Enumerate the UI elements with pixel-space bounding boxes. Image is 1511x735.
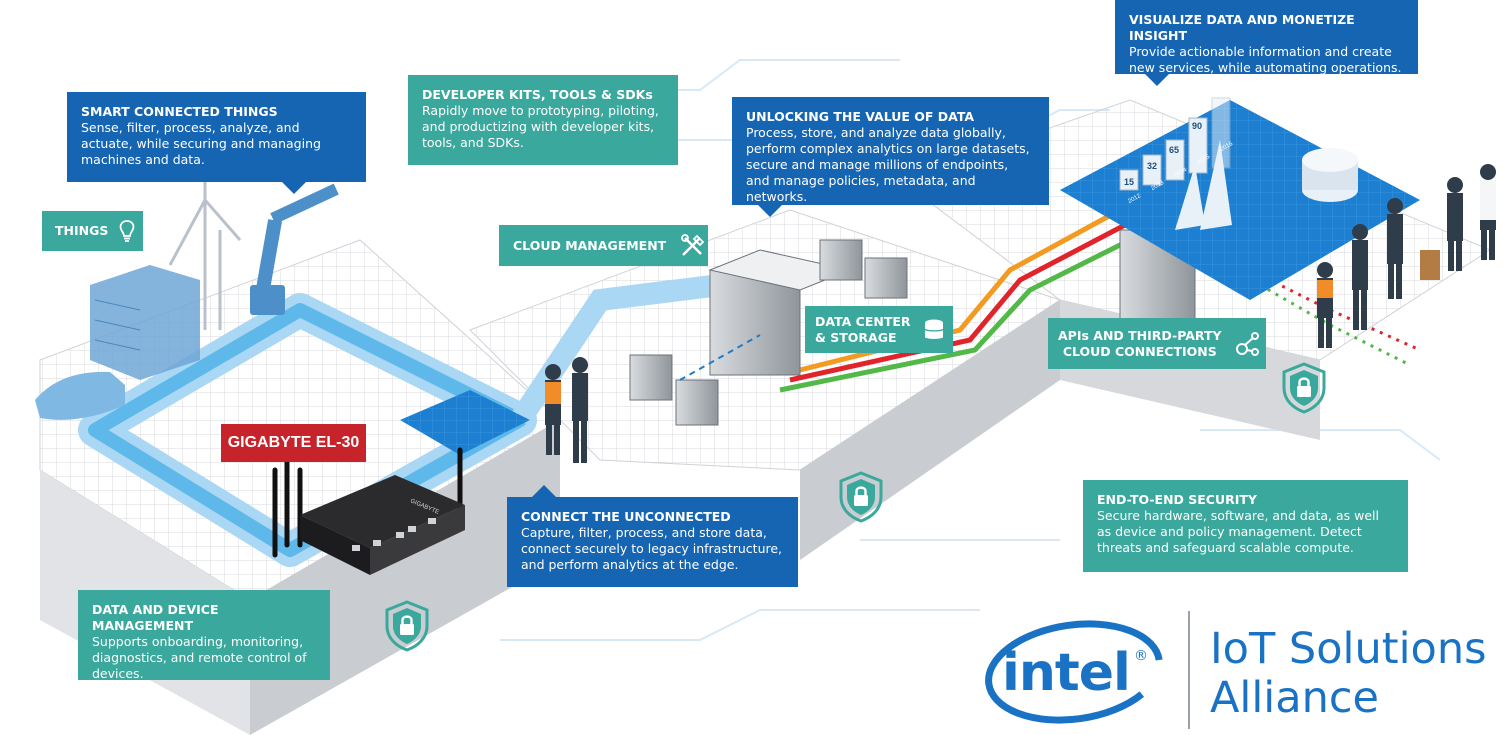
data-center-storage-tag: DATA CENTER & STORAGE — [805, 306, 953, 353]
bar-value: 90 — [1192, 121, 1203, 131]
intel-logo: intel ® — [985, 620, 1163, 724]
things-label: THINGS — [55, 223, 109, 238]
bar-value: 32 — [1147, 161, 1158, 171]
database-icon — [923, 318, 945, 342]
cloud-management-label: CLOUD MANAGEMENT — [513, 237, 667, 253]
bar-value: 65 — [1169, 145, 1180, 155]
data-center-label: DATA CENTER & STORAGE — [815, 314, 911, 346]
iot-solutions-line: IoT Solutions — [1210, 624, 1487, 674]
callout-pointer — [282, 182, 306, 194]
callout-text: Process, store, and analyze data globall… — [746, 125, 1030, 204]
bar-value: 15 — [1124, 177, 1135, 187]
callout-title: UNLOCKING THE VALUE OF DATA — [746, 109, 975, 124]
developer-kits-callout: DEVELOPER KITS, TOOLS & SDKs Rapidly mov… — [408, 75, 678, 165]
apis-label: APIs AND THIRD-PARTY CLOUD CONNECTIONS — [1058, 328, 1222, 360]
shield-lock-icon — [385, 600, 429, 652]
things-tag: THINGS — [42, 211, 143, 251]
lightbulb-icon — [118, 220, 136, 242]
callout-title: END-TO-END SECURITY — [1097, 492, 1257, 507]
callout-pointer — [532, 485, 556, 497]
shield-lock-icon — [1282, 362, 1326, 414]
callout-text: Rapidly move to prototyping, piloting, a… — [422, 103, 659, 150]
apis-line2: CLOUD CONNECTIONS — [1062, 343, 1217, 359]
callout-pointer — [1145, 74, 1169, 86]
cloud-management-tag: CLOUD MANAGEMENT — [499, 225, 708, 266]
connect-unconnected-callout: CONNECT THE UNCONNECTED Capture, filter,… — [507, 497, 798, 587]
callout-title: DATA AND DEVICE MANAGEMENT — [92, 602, 219, 633]
data-center-line2: & STORAGE — [815, 329, 897, 345]
logo-divider — [1188, 611, 1190, 729]
shield-lock-icon — [839, 471, 883, 523]
registered-mark: ® — [1134, 648, 1148, 664]
share-connection-icon — [1234, 331, 1260, 357]
callout-pointer — [758, 205, 782, 217]
unlocking-value-callout: UNLOCKING THE VALUE OF DATA Process, sto… — [732, 97, 1049, 205]
apis-line1: APIs AND THIRD-PARTY — [1058, 327, 1222, 343]
apis-cloud-connections-tag: APIs AND THIRD-PARTY CLOUD CONNECTIONS — [1048, 318, 1266, 369]
workers-illustration — [545, 164, 1496, 463]
gigabyte-el30-label: GIGABYTE EL-30 — [221, 424, 366, 462]
callout-title: SMART CONNECTED THINGS — [81, 104, 278, 119]
callout-text: Supports onboarding, monitoring, diagnos… — [92, 634, 307, 681]
alliance-line: Alliance — [1210, 673, 1379, 723]
tools-icon — [680, 233, 706, 258]
gigabyte-el30-text: GIGABYTE EL-30 — [227, 434, 360, 451]
data-device-management-callout: DATA AND DEVICE MANAGEMENT Supports onbo… — [78, 590, 330, 681]
visualize-data-callout: VISUALIZE DATA AND MONETIZE INSIGHT Prov… — [1115, 0, 1418, 75]
callout-title: CONNECT THE UNCONNECTED — [521, 509, 731, 524]
callout-title: DEVELOPER KITS, TOOLS & SDKs — [422, 87, 653, 102]
gigabyte-el30-device: GIGABYTE — [272, 447, 465, 575]
callout-text: Provide actionable information and creat… — [1129, 44, 1402, 75]
callout-title: VISUALIZE DATA AND MONETIZE INSIGHT — [1129, 12, 1355, 43]
end-to-end-security-callout: END-TO-END SECURITY Secure hardware, sof… — [1083, 480, 1408, 572]
callout-text: Sense, filter, process, analyze, and act… — [81, 120, 321, 167]
callout-text: Secure hardware, software, and data, as … — [1097, 508, 1379, 555]
smart-connected-things-callout: SMART CONNECTED THINGS Sense, filter, pr… — [67, 92, 366, 182]
data-center-line1: DATA CENTER — [815, 313, 911, 329]
callout-text: Capture, filter, process, and store data… — [521, 525, 783, 572]
intel-wordmark: intel — [1002, 643, 1130, 703]
